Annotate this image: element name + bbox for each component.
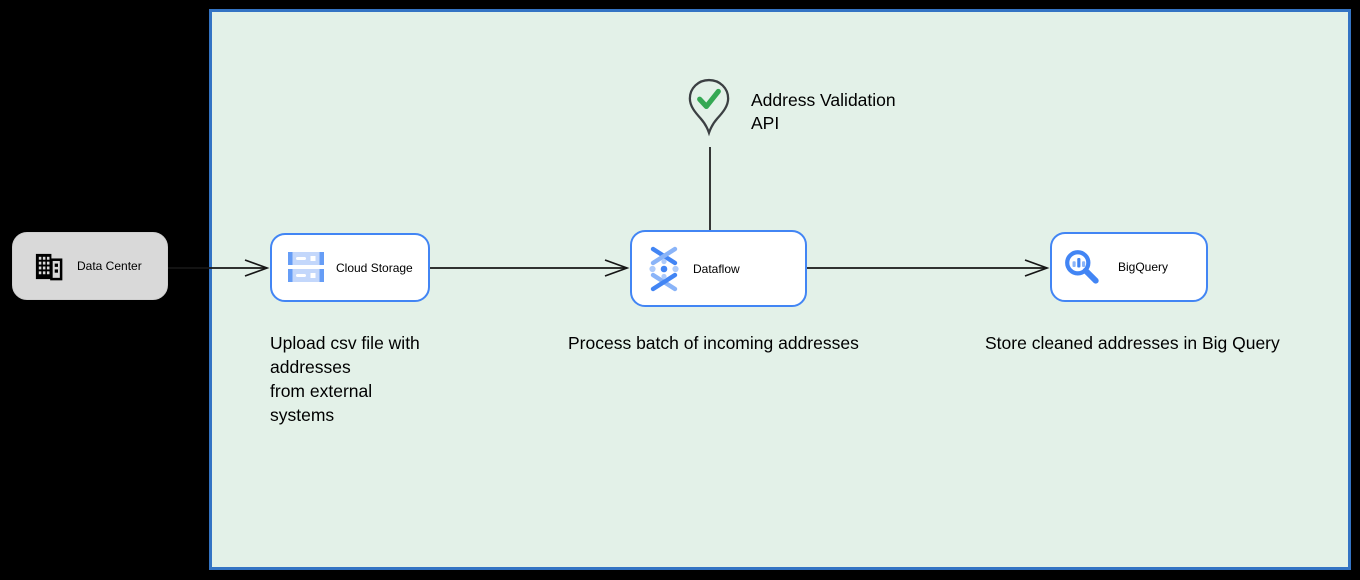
address-validation-label[interactable]: Address Validation API xyxy=(751,90,896,133)
bigquery-label: BigQuery xyxy=(1118,260,1169,274)
cloud-storage-icon xyxy=(288,252,324,282)
node-data-center[interactable]: Data Center xyxy=(12,232,168,300)
map-pin-check-icon[interactable] xyxy=(687,78,731,138)
data-center-label: Data Center xyxy=(77,259,142,273)
node-bigquery[interactable]: BigQuery xyxy=(1050,232,1208,302)
bigquery-caption[interactable]: Store cleaned addresses in Big Query xyxy=(985,333,1280,353)
check-icon xyxy=(697,88,721,110)
cloud-storage-caption[interactable]: Upload csv file with addresses from exte… xyxy=(270,333,420,425)
bigquery-icon xyxy=(1065,250,1099,284)
dataflow-label: Dataflow xyxy=(693,261,740,276)
dataflow-icon xyxy=(649,246,679,291)
building-icon xyxy=(35,253,63,280)
cloud-storage-label: Cloud Storage xyxy=(336,260,413,275)
node-cloud-storage[interactable]: Cloud Storage xyxy=(270,233,430,302)
dataflow-caption[interactable]: Process batch of incoming addresses xyxy=(568,333,859,353)
node-dataflow[interactable]: Dataflow xyxy=(630,230,807,307)
